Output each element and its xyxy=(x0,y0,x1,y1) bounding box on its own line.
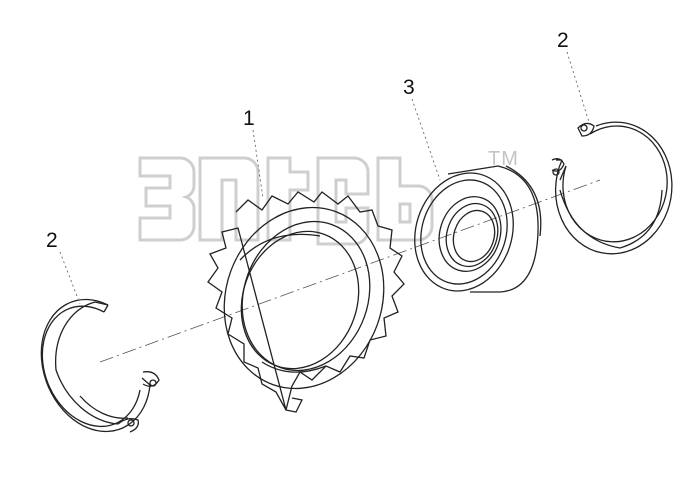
label-part-2-left: 2 xyxy=(46,229,58,252)
retaining-ring-left xyxy=(40,298,160,433)
leader-lines xyxy=(59,51,590,305)
center-axis-line xyxy=(99,179,601,363)
retaining-ring-right xyxy=(551,121,673,255)
label-part-3: 3 xyxy=(403,76,415,99)
ball-bearing xyxy=(414,165,542,293)
label-part-1: 1 xyxy=(243,107,255,130)
watermark-tm: TM xyxy=(488,148,519,170)
watermark-logo xyxy=(138,156,434,246)
sprocket xyxy=(207,191,405,413)
label-part-2-right: 2 xyxy=(557,29,569,52)
